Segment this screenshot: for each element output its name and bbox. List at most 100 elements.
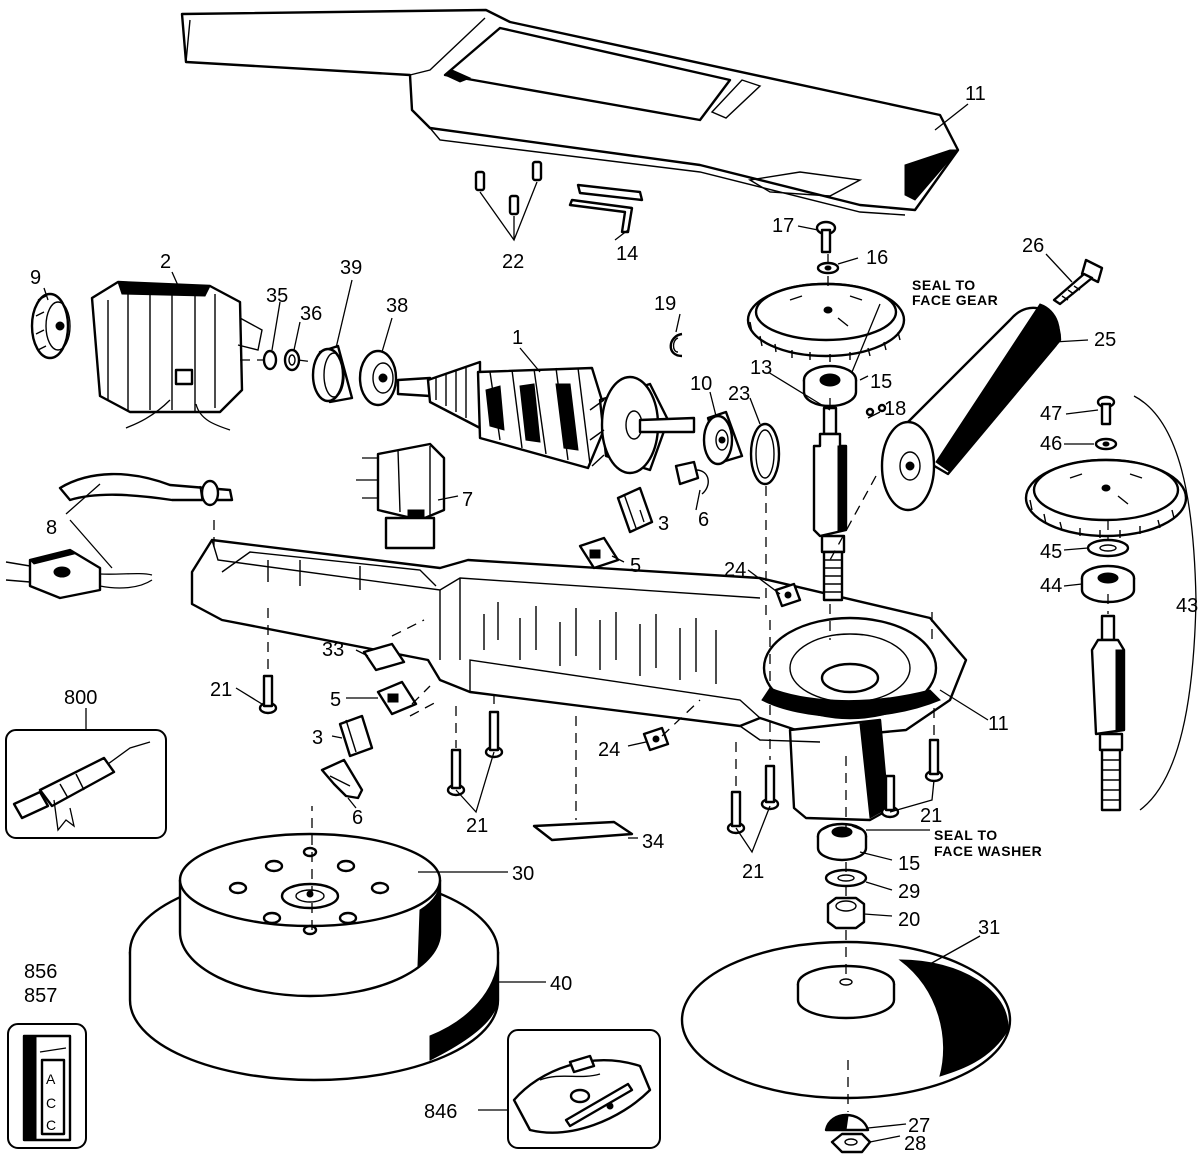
part-34-label <box>532 820 634 842</box>
part-38-bearing <box>358 349 398 407</box>
label-16: 16 <box>866 247 888 269</box>
label-34: 34 <box>642 831 664 853</box>
part-31-backing-pad <box>680 940 1012 1100</box>
label-1: 1 <box>512 327 523 349</box>
bracket-43 <box>1133 395 1197 811</box>
part-47-screw <box>1096 395 1116 426</box>
label-18: 18 <box>884 398 906 420</box>
part-13-spindle <box>812 406 848 602</box>
label-24-top: 24 <box>724 559 746 581</box>
part-30-pad <box>178 832 442 998</box>
part-15-bearing-lower <box>816 822 868 862</box>
alignment-lines <box>213 254 1109 1112</box>
label-846: 846 <box>424 1101 457 1123</box>
part-18-pins <box>865 403 887 419</box>
part-45-washer <box>1086 538 1130 558</box>
label-5-bottom: 5 <box>330 689 341 711</box>
leader-lines <box>43 103 1099 1143</box>
part-7-switch <box>356 442 446 550</box>
note-seal-gear-2: FACE GEAR <box>912 292 998 308</box>
part-22-pins <box>474 160 543 242</box>
part-21-screws <box>258 674 944 835</box>
label-11-top: 11 <box>965 83 986 105</box>
label-30: 30 <box>512 863 534 885</box>
label-6-top: 6 <box>698 509 709 531</box>
label-22: 22 <box>502 251 524 273</box>
label-24-bottom: 24 <box>598 739 620 761</box>
label-10: 10 <box>690 373 712 395</box>
part-28-nut <box>830 1132 872 1154</box>
label-39: 39 <box>340 257 362 279</box>
part-23-o-ring <box>749 422 781 486</box>
part-1-armature <box>396 360 696 475</box>
part-39-sleeve <box>311 344 354 404</box>
label-2: 2 <box>160 251 171 273</box>
label-3-bottom: 3 <box>312 727 323 749</box>
part-19-ring <box>669 332 683 358</box>
part-6-spring-upper <box>674 460 709 495</box>
part-3-brush-upper <box>616 486 654 534</box>
part-5-holder-upper <box>578 536 620 570</box>
label-857: 857 <box>24 985 57 1007</box>
label-15-bottom: 15 <box>898 853 920 875</box>
part-13-gear <box>746 282 906 362</box>
label-6-bottom: 6 <box>352 807 363 829</box>
part-11-lower-housing <box>190 538 968 822</box>
part-20-nut <box>826 896 866 930</box>
part-43-spindle <box>1090 614 1126 812</box>
label-45: 45 <box>1040 541 1062 563</box>
inset-846 <box>507 1029 661 1149</box>
label-21-right-b: 21 <box>742 861 764 883</box>
part-33-label <box>362 642 406 672</box>
label-15-top: 15 <box>870 371 892 393</box>
part-10-bearing <box>702 410 744 466</box>
inset-856-857 <box>7 1023 87 1149</box>
part-27-washer <box>824 1113 870 1132</box>
label-5-top: 5 <box>630 555 641 577</box>
label-36: 36 <box>300 303 322 325</box>
part-2-field <box>90 280 263 431</box>
label-27: 27 <box>908 1115 930 1137</box>
note-seal-washer-1: SEAL TO <box>934 827 998 843</box>
part-29-washer <box>824 868 868 888</box>
label-13: 13 <box>750 357 772 379</box>
label-28: 28 <box>904 1133 926 1155</box>
label-35: 35 <box>266 285 288 307</box>
inset-800 <box>5 729 167 839</box>
part-14-rods <box>568 183 644 234</box>
label-29: 29 <box>898 881 920 903</box>
label-26: 26 <box>1022 235 1044 257</box>
part-36-washer <box>283 348 301 372</box>
label-9: 9 <box>30 267 41 289</box>
part-16-washer <box>816 261 840 275</box>
part-24-clip-lower <box>642 726 670 752</box>
label-44: 44 <box>1040 575 1062 597</box>
part-9-fan <box>30 292 71 360</box>
label-43: 43 <box>1176 595 1198 617</box>
part-24-clip-upper <box>774 582 802 608</box>
part-3-brush-lower <box>338 714 374 758</box>
part-11-upper-housing <box>180 8 960 216</box>
label-856: 856 <box>24 961 57 983</box>
part-43-gear <box>1024 458 1188 538</box>
label-8: 8 <box>46 517 57 539</box>
part-8-cord <box>5 472 234 600</box>
part-17-screw <box>815 220 837 254</box>
label-7: 7 <box>462 489 473 511</box>
inset-856-letter-a: A <box>46 1071 56 1087</box>
label-3-top: 3 <box>658 513 669 535</box>
label-25: 25 <box>1094 329 1116 351</box>
label-33: 33 <box>322 639 344 661</box>
label-46: 46 <box>1040 433 1062 455</box>
label-800: 800 <box>64 687 97 709</box>
part-5-holder-lower <box>376 680 418 716</box>
note-seal-washer-2: FACE WASHER <box>934 843 1042 859</box>
label-23: 23 <box>728 383 750 405</box>
part-labels: 11 17 16 22 14 26 9 2 35 36 39 38 19 1 2… <box>24 83 1198 1155</box>
label-11-bottom: 11 <box>988 713 1009 735</box>
part-35-washer <box>262 349 278 371</box>
label-21-left: 21 <box>210 679 232 701</box>
note-seal-gear-1: SEAL TO <box>912 277 976 293</box>
